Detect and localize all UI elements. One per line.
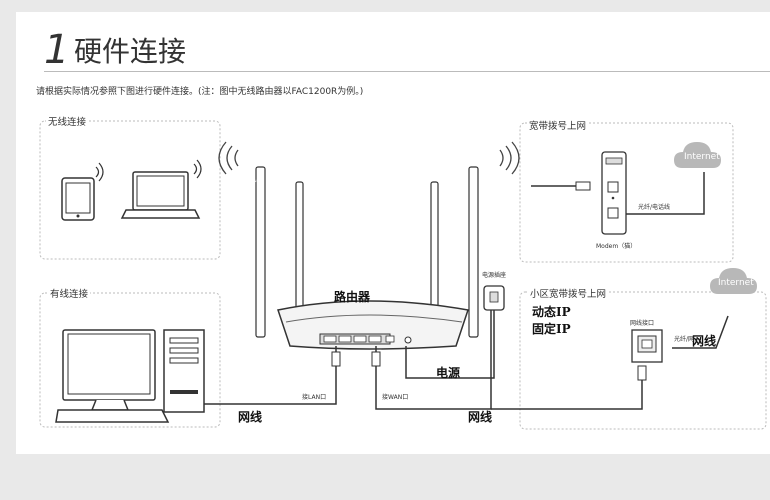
wall-network-port-icon xyxy=(631,329,663,363)
broadband-group-box xyxy=(519,122,734,263)
cable-label-left: 网线 xyxy=(238,410,263,424)
modem-icon xyxy=(601,151,627,235)
broadband-box-label: 宽带拨号上网 xyxy=(527,118,589,132)
router-wifi-right-icon xyxy=(499,141,520,175)
title-divider xyxy=(44,71,770,72)
cable-label-mid: 网线 xyxy=(468,410,493,424)
wall-plug-icon xyxy=(637,365,647,381)
laptop-icon xyxy=(120,159,202,219)
modem-label: Modem（猫） xyxy=(596,243,637,250)
lan-port-label: 接LAN口 xyxy=(302,394,327,401)
internet-label-bottom: Internet xyxy=(718,278,754,288)
dynamic-ip-label: 动态IP xyxy=(532,305,571,319)
wired-box-label: 有线连接 xyxy=(48,286,91,300)
fiber-label-bottom: 光纤/网 xyxy=(674,336,695,343)
static-ip-label: 固定IP xyxy=(532,322,571,336)
connection-diagram: FAST xyxy=(39,120,767,430)
power-adapter-icon xyxy=(483,285,505,311)
internet-cloud-icon-top xyxy=(674,142,721,168)
modem-plug-icon xyxy=(575,181,591,191)
page-title: 硬件连接 xyxy=(74,35,187,68)
modem-internet-cable xyxy=(621,172,705,215)
tablet-icon xyxy=(61,162,104,221)
desktop-computer-icon xyxy=(55,329,205,423)
network-port-label: 网线接口 xyxy=(630,320,655,327)
community-group-box xyxy=(519,291,767,430)
router-icon xyxy=(255,166,479,350)
router-wifi-left-icon xyxy=(218,141,239,175)
step-number: 1 xyxy=(44,27,70,73)
community-box-label: 小区宽带拨号上网 xyxy=(528,286,609,300)
router-label: 路由器 xyxy=(334,290,371,304)
wireless-group-box xyxy=(39,120,221,260)
instruction-text: 请根据实际情况参照下图进行硬件连接。(注：图中无线路由器以FAC1200R为例。… xyxy=(36,87,364,97)
internet-label-top: Internet xyxy=(684,152,720,162)
router-brand: FAST xyxy=(252,179,261,183)
wan-port-label: 接WAN口 xyxy=(382,394,409,401)
power-label: 电源 xyxy=(436,366,461,380)
power-cable xyxy=(405,310,495,379)
fiber-label-top: 光纤/电话线 xyxy=(638,204,671,211)
wireless-box-label: 无线连接 xyxy=(46,114,89,128)
internet-cloud-icon-bottom xyxy=(710,268,757,294)
cable-label-right: 网线 xyxy=(692,334,717,348)
power-socket-label: 电源插座 xyxy=(482,272,507,279)
content-card: 1 硬件连接 请根据实际情况参照下图进行硬件连接。(注：图中无线路由器以FAC1… xyxy=(16,12,770,454)
wired-group-box xyxy=(39,292,221,428)
wan-cable xyxy=(375,304,492,410)
lan-plug-icon xyxy=(331,351,341,367)
wan-plug-icon xyxy=(371,351,381,367)
community-cable xyxy=(491,366,643,410)
wall-internet-cable xyxy=(672,315,729,349)
